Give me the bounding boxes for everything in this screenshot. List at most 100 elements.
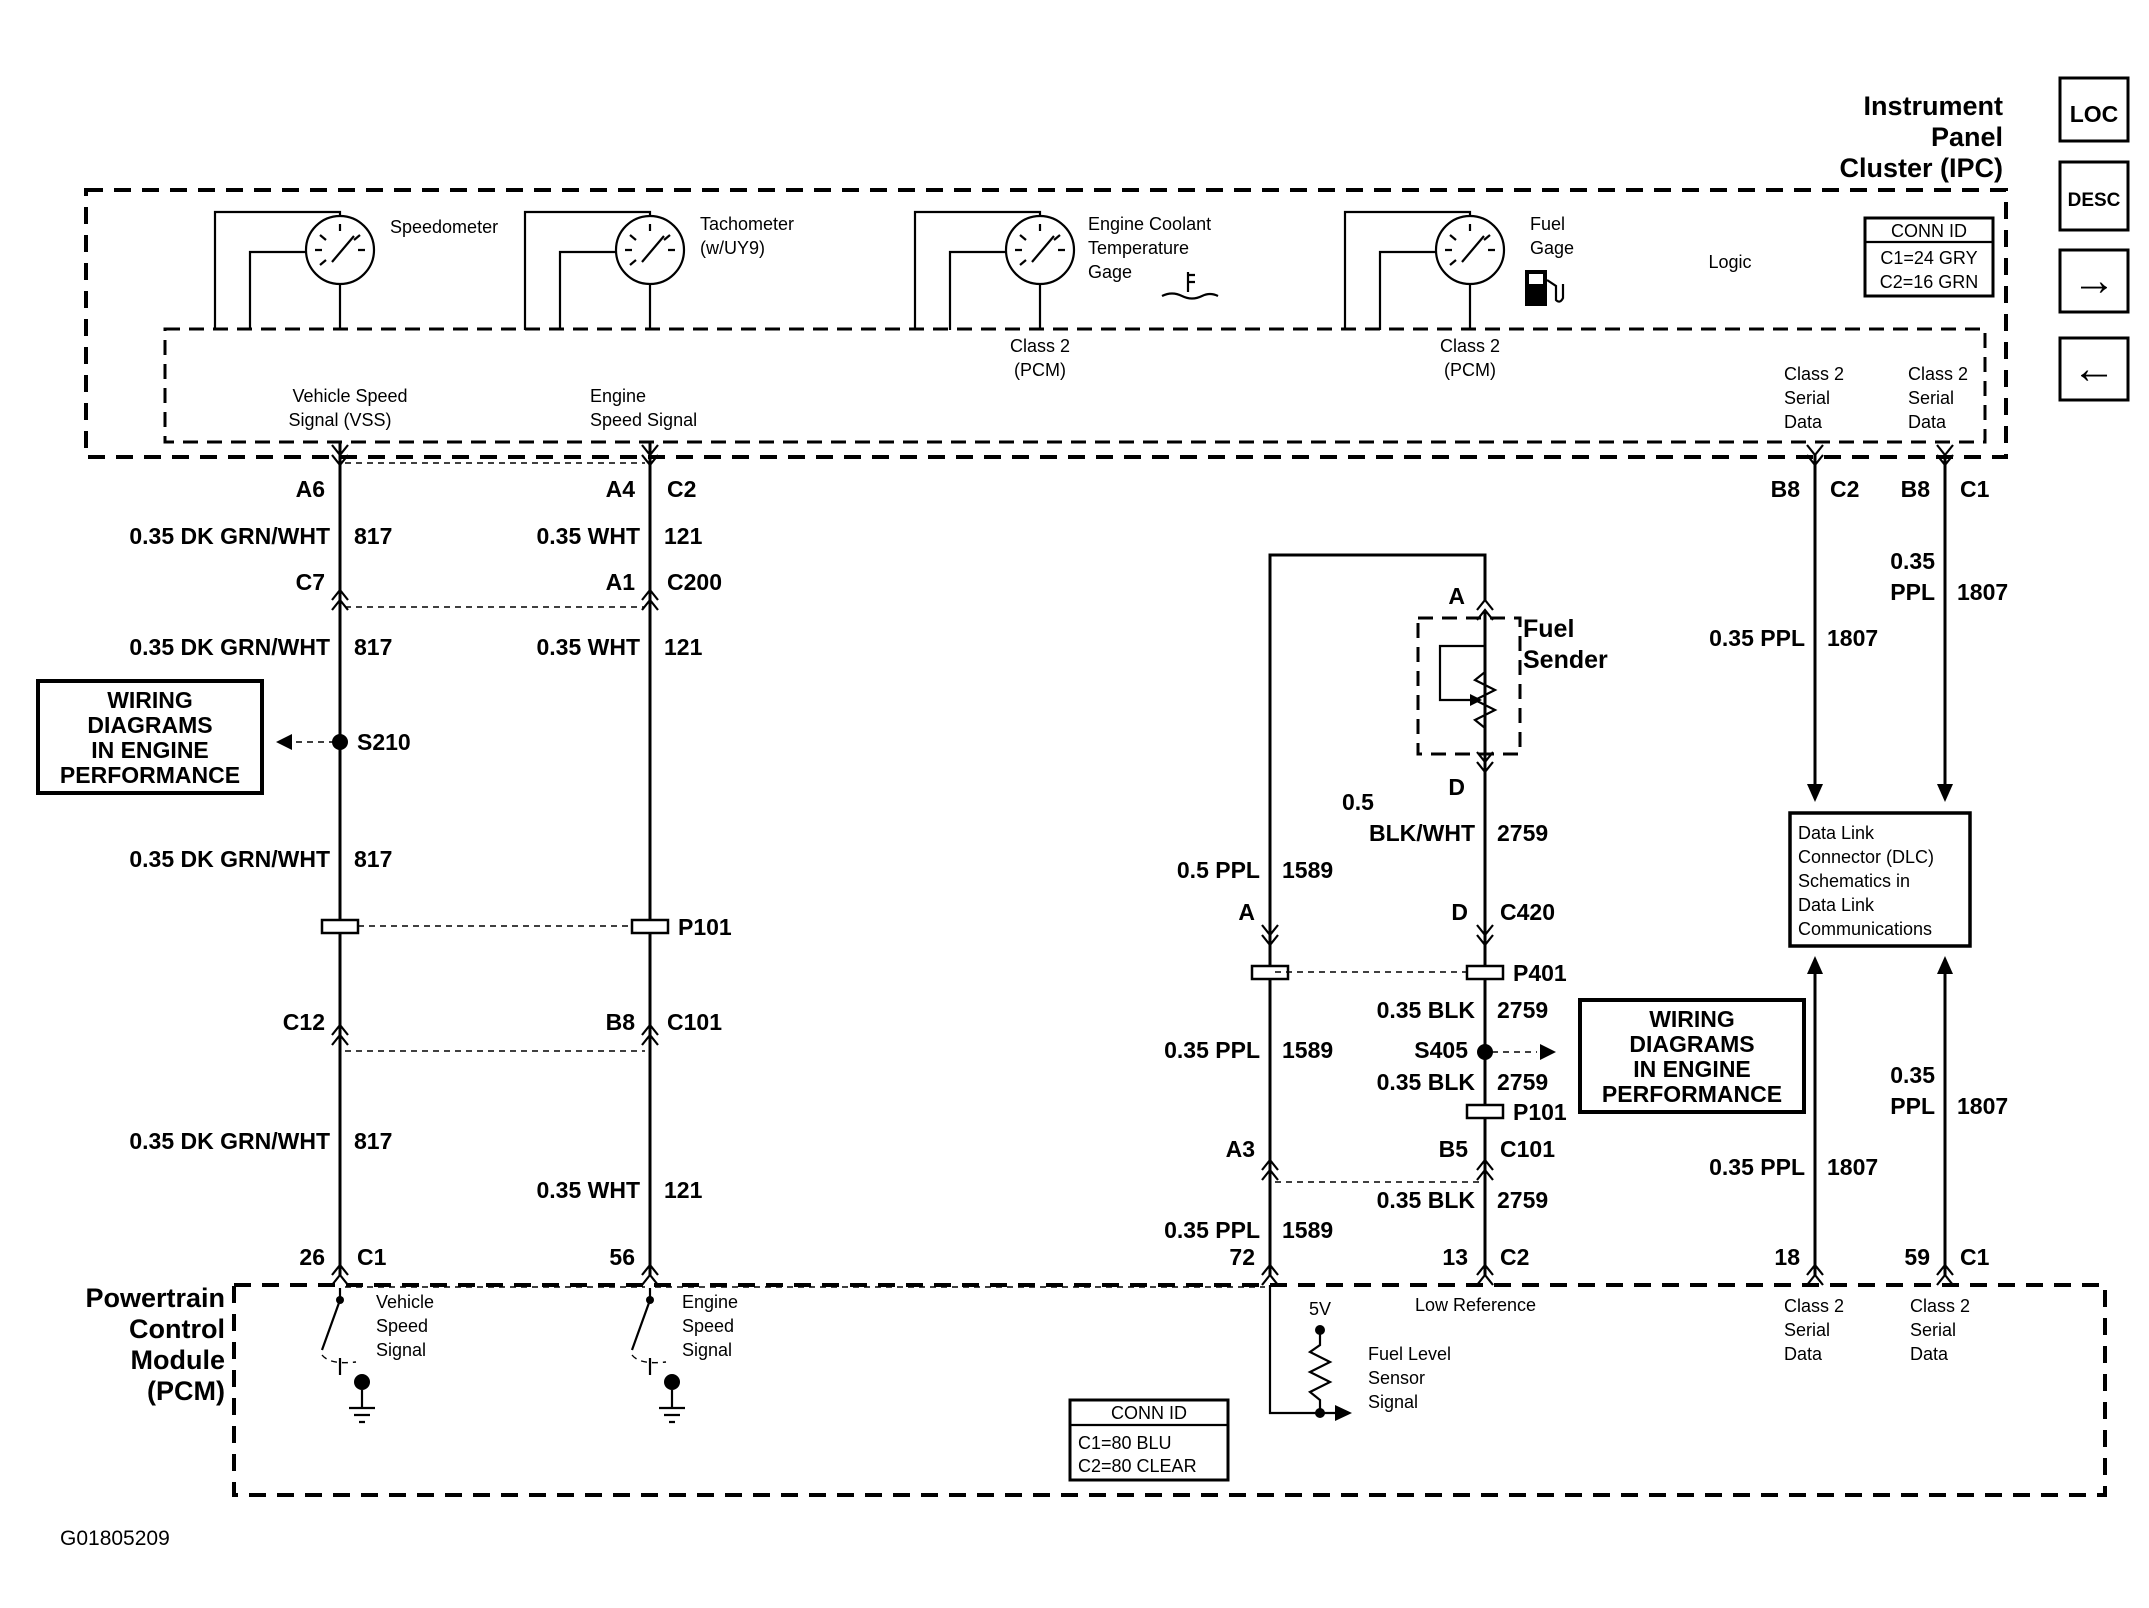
engine-speed-switch-icon bbox=[630, 1288, 687, 1424]
wd1-line1: WIRING bbox=[107, 687, 193, 713]
class2-pcm-label-a-line1: Class 2 bbox=[1010, 336, 1070, 356]
ipc-logic-label: Logic bbox=[1708, 252, 1751, 272]
inline-connector-p101-817 bbox=[320, 918, 360, 935]
ect-gauge-label-line1: Engine Coolant bbox=[1088, 214, 1211, 234]
circuit-817-label-2: 817 bbox=[354, 634, 392, 660]
pcm-title-line2: Control bbox=[129, 1314, 225, 1344]
desc-button[interactable]: DESC bbox=[2058, 160, 2130, 232]
ipc-connector-c2-b: C2 bbox=[1830, 476, 1859, 502]
connector-p101-label-a: P101 bbox=[678, 914, 732, 940]
connector-p101-label-b: P101 bbox=[1513, 1099, 1567, 1125]
fuel-sender-box bbox=[1416, 616, 1522, 756]
pin-c7: C7 bbox=[296, 569, 325, 595]
fuel-sender-label-line2: Sender bbox=[1523, 646, 1608, 674]
fuel-gauge-icon bbox=[1343, 210, 1506, 330]
dlc-line2: Connector (DLC) bbox=[1798, 847, 1934, 867]
pcm-pin-56: 56 bbox=[609, 1244, 635, 1270]
circuit-817-label-4: 817 bbox=[354, 1128, 392, 1154]
pcm-5v-label: 5V bbox=[1309, 1299, 1331, 1319]
fuel-sender-pin-d: D bbox=[1448, 774, 1465, 800]
pin-a6: A6 bbox=[296, 476, 325, 502]
pcm-serial-data-1-line1: Class 2 bbox=[1784, 1296, 1844, 1316]
wire-817-label-3: 0.35 DK GRN/WHT bbox=[129, 846, 330, 872]
wire-121-label-2: 0.35 WHT bbox=[536, 634, 640, 660]
ipc-conn-c1: C1=24 GRY bbox=[1880, 248, 1977, 268]
ipc-ess-label-line1: Engine bbox=[590, 386, 646, 406]
circuit-1807-label-1: 1807 bbox=[1957, 579, 2008, 605]
wiring-diagrams-engine-performance-link-2[interactable]: WIRING DIAGRAMS IN ENGINE PERFORMANCE bbox=[1578, 998, 1806, 1114]
pcm-conn-id-box bbox=[1068, 1398, 1230, 1482]
ipc-inner-box bbox=[163, 327, 1987, 444]
circuit-1807-label-3: 1807 bbox=[1957, 1093, 2008, 1119]
fuel-pump-icon bbox=[1525, 270, 1565, 306]
wd1-line3: IN ENGINE bbox=[91, 737, 209, 763]
circuit-121-label-1: 121 bbox=[664, 523, 703, 549]
prev-page-button[interactable]: ← bbox=[2058, 336, 2130, 402]
pcm-serial-data-2-line2: Serial bbox=[1910, 1320, 1956, 1340]
pin-a4: A4 bbox=[606, 476, 636, 502]
circuit-1589-label-1: 1589 bbox=[1282, 857, 1333, 883]
ipc-serial-data-2-line3: Data bbox=[1908, 412, 1947, 432]
ipc-conn-c2: C2=16 GRN bbox=[1880, 272, 1979, 292]
circuit-1589-label-3: 1589 bbox=[1282, 1217, 1333, 1243]
wd2-line2: DIAGRAMS bbox=[1629, 1031, 1754, 1057]
wire-1807-label-2: 0.35 PPL bbox=[1709, 625, 1805, 651]
pcm-pin-13: 13 bbox=[1442, 1244, 1468, 1270]
pcm-conn-c1: C1=80 BLU bbox=[1078, 1433, 1172, 1453]
wire-2759-blk-label-2: 0.35 BLK bbox=[1377, 1069, 1476, 1095]
vehicle-speed-switch-icon bbox=[320, 1288, 377, 1424]
ipc-serial-data-1-line2: Serial bbox=[1784, 388, 1830, 408]
inline-connector-p101-121 bbox=[630, 918, 670, 935]
inline-connector-p401-2759 bbox=[1465, 964, 1505, 981]
ipc-serial-data-2-line2: Serial bbox=[1908, 388, 1954, 408]
fuel-gauge-label-line2: Gage bbox=[1530, 238, 1574, 258]
pcm-serial-data-2-line1: Class 2 bbox=[1910, 1296, 1970, 1316]
pcm-connector-c1-b: C1 bbox=[1960, 1244, 1990, 1270]
pcm-conn-c2: C2=80 CLEAR bbox=[1078, 1456, 1197, 1476]
ipc-connector-c2: C2 bbox=[667, 476, 696, 502]
pin-c12: C12 bbox=[283, 1009, 325, 1035]
wire-2759-blk-label-1: 0.35 BLK bbox=[1377, 997, 1476, 1023]
pcm-pin-18: 18 bbox=[1774, 1244, 1800, 1270]
ipc-ess-label-line2: Speed Signal bbox=[590, 410, 697, 430]
pcm-vss-line1: Vehicle bbox=[376, 1292, 434, 1312]
wire-1589 bbox=[1268, 553, 1487, 1275]
wiring-diagrams-engine-performance-link-1[interactable]: WIRING DIAGRAMS IN ENGINE PERFORMANCE bbox=[36, 679, 264, 795]
wd1-line4: PERFORMANCE bbox=[60, 762, 240, 788]
ipc-conn-id-header: CONN ID bbox=[1891, 221, 1967, 241]
circuit-817-label-3: 817 bbox=[354, 846, 392, 872]
pin-a1: A1 bbox=[606, 569, 636, 595]
pcm-ess-line3: Signal bbox=[682, 1340, 732, 1360]
pin-d-c420: D bbox=[1451, 899, 1468, 925]
wire-1589-label-2: 0.35 PPL bbox=[1164, 1037, 1260, 1063]
circuit-121-label-3: 121 bbox=[664, 1177, 703, 1203]
loc-button[interactable]: LOC bbox=[2058, 76, 2130, 143]
data-link-connector-reference[interactable]: Data Link Connector (DLC) Schematics in … bbox=[1788, 811, 1972, 948]
dlc-line5: Communications bbox=[1798, 919, 1932, 939]
next-page-button[interactable]: → bbox=[2058, 248, 2130, 314]
circuit-121-label-2: 121 bbox=[664, 634, 703, 660]
wire-121-label-3: 0.35 WHT bbox=[536, 1177, 640, 1203]
wire-1807-label-4: 0.35 PPL bbox=[1709, 1154, 1805, 1180]
pcm-pin-26: 26 bbox=[299, 1244, 325, 1270]
pcm-fls-line2: Sensor bbox=[1368, 1368, 1425, 1388]
wire-1807-color-3: PPL bbox=[1890, 1093, 1935, 1119]
wire-121-label-1: 0.35 WHT bbox=[536, 523, 640, 549]
wire-1589-label-3: 0.35 PPL bbox=[1164, 1217, 1260, 1243]
pcm-conn-id-header: CONN ID bbox=[1111, 1403, 1187, 1423]
class2-pcm-label-b-line2: (PCM) bbox=[1444, 360, 1496, 380]
circuit-1807-label-4: 1807 bbox=[1827, 1154, 1878, 1180]
wd2-line3: IN ENGINE bbox=[1633, 1056, 1751, 1082]
wire-817-label-4: 0.35 DK GRN/WHT bbox=[129, 1128, 330, 1154]
pcm-serial-data-1-line3: Data bbox=[1784, 1344, 1823, 1364]
speedometer-label: Speedometer bbox=[390, 217, 498, 237]
splice-s405 bbox=[1477, 1044, 1493, 1060]
tachometer-gauge-icon bbox=[523, 210, 686, 330]
class2-pcm-label-b-line1: Class 2 bbox=[1440, 336, 1500, 356]
pcm-title-line3: Module bbox=[131, 1345, 226, 1375]
speedometer-gauge-icon bbox=[213, 210, 376, 330]
pcm-connector-c1-a: C1 bbox=[357, 1244, 387, 1270]
pcm-title-line4: (PCM) bbox=[147, 1376, 225, 1406]
splice-s405-label: S405 bbox=[1414, 1037, 1468, 1063]
pin-b5: B5 bbox=[1439, 1136, 1469, 1162]
